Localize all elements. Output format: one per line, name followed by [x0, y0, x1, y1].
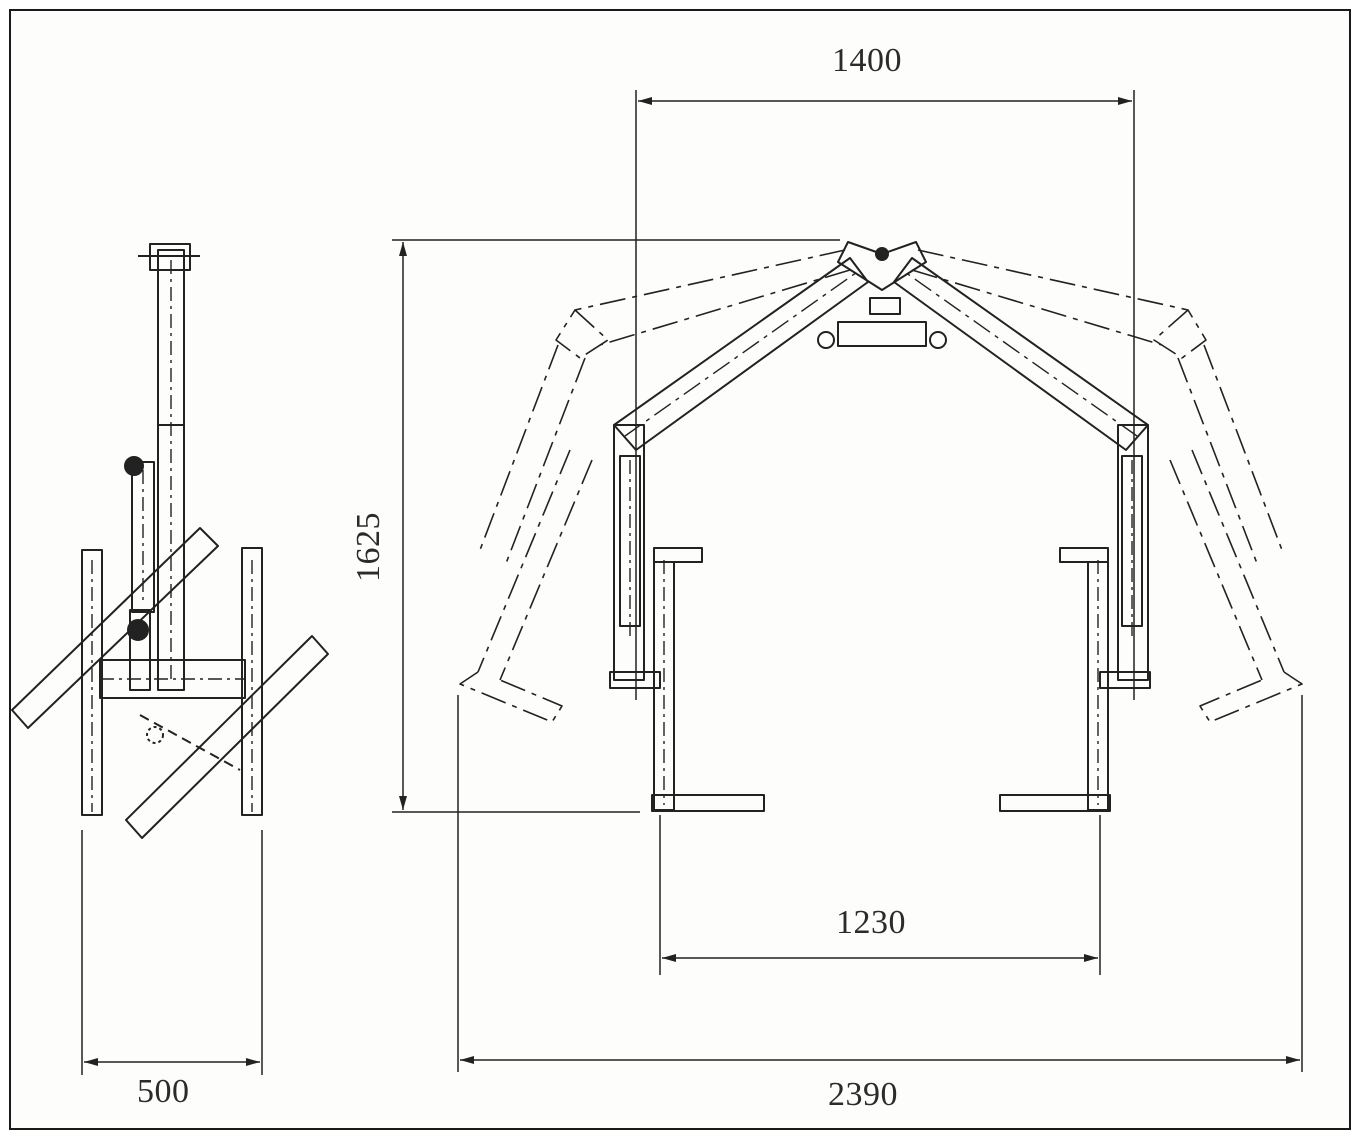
pivot-pin: [124, 456, 144, 476]
top-cylinder: [837, 321, 927, 347]
left-foot: [651, 794, 765, 812]
front-view: [392, 90, 1303, 1072]
side-view: [11, 243, 329, 1075]
right-foot: [999, 794, 1111, 812]
left-arm-extended: [459, 249, 851, 723]
left-leg: [81, 549, 103, 816]
diagonal-brace: [11, 527, 219, 729]
left-arm: [613, 257, 869, 451]
dimension-2390-label: 2390: [828, 1076, 898, 1113]
pivot-pin: [127, 619, 149, 641]
right-leg: [241, 547, 263, 816]
drawing-frame: [9, 9, 1351, 1130]
mast: [157, 249, 185, 691]
left-arm-lower: [613, 424, 645, 681]
right-arm: [893, 257, 1149, 451]
dimension-1230-label: 1230: [836, 904, 906, 941]
right-arm-lower: [1117, 424, 1149, 681]
diagonal-brace: [125, 635, 329, 839]
dimension-1625-label: 1625: [350, 512, 387, 582]
right-arm-extended: [911, 249, 1303, 723]
dimension-1400-label: 1400: [832, 42, 902, 79]
dimension-500-label: 500: [137, 1073, 190, 1110]
